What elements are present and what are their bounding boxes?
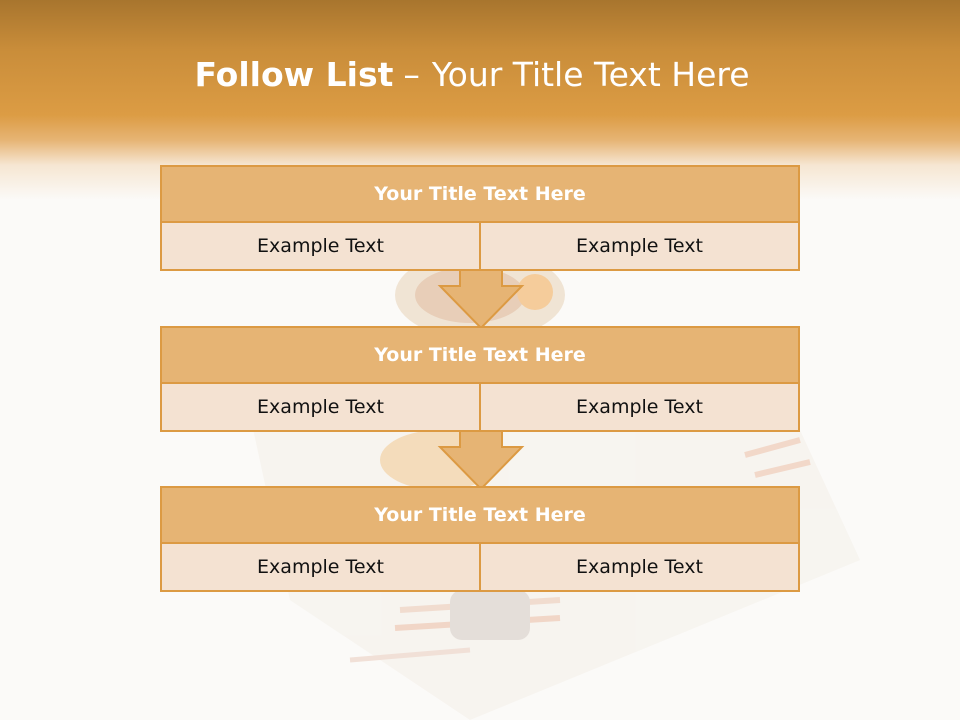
step-cell-right: Example Text [479, 544, 798, 590]
title-rest: Your Title Text Here [431, 55, 750, 94]
step-cell-left: Example Text [257, 235, 384, 257]
title-bold: Follow List [194, 55, 394, 94]
step-title: Your Title Text Here [162, 167, 798, 223]
step-title: Your Title Text Here [162, 488, 798, 544]
step-box-1: Your Title Text Here Example Text Exampl… [160, 165, 800, 271]
step-box-3: Your Title Text Here Example Text Exampl… [160, 486, 800, 592]
step-cell-left: Example Text [257, 396, 384, 418]
step-cell-left: Example Text [257, 556, 384, 578]
step-cell-right: Example Text [479, 384, 798, 430]
step-box-2: Your Title Text Here Example Text Exampl… [160, 326, 800, 432]
step-title: Your Title Text Here [162, 328, 798, 384]
down-arrow-icon [437, 430, 525, 491]
title-separator: – [403, 55, 420, 94]
slide-title: Follow List–Your Title Text Here [0, 52, 944, 98]
down-arrow-icon [437, 269, 525, 330]
step-cell-right: Example Text [479, 223, 798, 269]
